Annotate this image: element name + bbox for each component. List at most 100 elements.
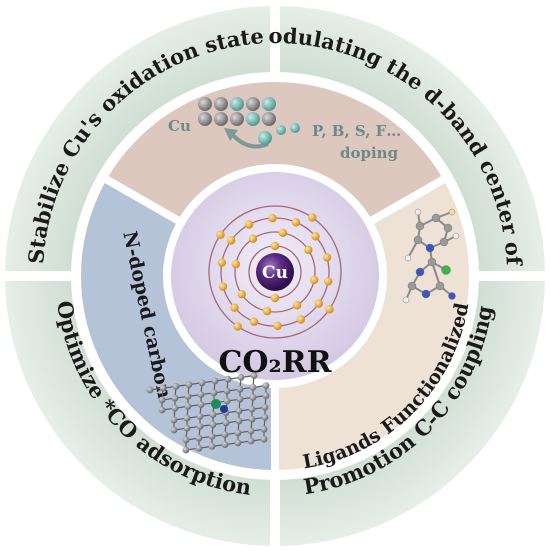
ligand-atom	[404, 254, 412, 262]
electron	[325, 305, 334, 314]
carbon-atom	[249, 394, 257, 401]
electron	[227, 236, 236, 245]
carbon-atom	[210, 389, 218, 397]
dopants-label: P, B, S, F…	[312, 122, 401, 140]
doping-illustration: Cu P, B, S, F… doping	[168, 97, 401, 162]
ligand-atom	[441, 265, 451, 275]
carbon-atom	[262, 392, 270, 399]
doping-arrowhead	[224, 128, 238, 141]
carbon-atom	[237, 374, 245, 381]
carbon-atom	[221, 441, 229, 448]
dopant-atom	[220, 405, 228, 413]
carbon-atom	[248, 415, 256, 423]
ligand-atom	[431, 213, 441, 223]
electron	[324, 277, 333, 286]
carbon-atom	[197, 391, 205, 398]
electron	[291, 218, 301, 227]
dopant-atom	[211, 399, 221, 409]
electron	[292, 301, 302, 310]
carbon-atom	[260, 425, 268, 433]
carbon-atom	[171, 394, 179, 402]
carbon-atom	[209, 421, 217, 428]
carbon-atom	[262, 382, 270, 389]
electron	[248, 234, 258, 243]
carbon-atom	[235, 417, 243, 425]
carbon-atom	[196, 423, 204, 430]
ligand-atom	[427, 257, 437, 267]
electron	[231, 259, 240, 269]
doping-arrow	[230, 132, 269, 149]
electron	[230, 303, 239, 312]
ligand-atom	[415, 267, 425, 277]
carbon-atom	[196, 413, 204, 420]
ligand-atom	[452, 232, 460, 240]
cu-atom	[256, 253, 294, 291]
electron	[314, 299, 323, 308]
carbon-atom	[223, 387, 231, 395]
carbon-atom	[222, 419, 230, 427]
carbon-atom	[224, 375, 232, 383]
ligand-atom	[443, 223, 453, 233]
ligand-bond	[431, 261, 441, 287]
carbon-atom	[247, 427, 255, 435]
electron	[270, 293, 280, 303]
carbon-atom	[158, 396, 166, 404]
ligand-atom	[448, 208, 456, 216]
carbon-atom	[182, 446, 190, 454]
electron	[308, 213, 317, 222]
carbon-atom	[248, 405, 256, 413]
carbon-atom	[195, 444, 203, 452]
carbon-atom	[170, 416, 178, 424]
carbon-atom	[247, 437, 255, 445]
cu-lattice	[198, 97, 276, 126]
ligand-atom	[407, 281, 417, 291]
carbon-atom	[183, 414, 191, 422]
carbon-atom	[183, 424, 191, 432]
carbon-atom	[234, 439, 242, 447]
graphene-sheet	[146, 372, 270, 454]
electron	[218, 282, 228, 291]
carbon-atom	[236, 385, 244, 393]
carbon-atom	[170, 426, 178, 434]
carbon-atom	[211, 377, 219, 385]
carbon-atom	[235, 407, 243, 415]
carbon-atom	[234, 429, 242, 437]
carbon-atom	[159, 384, 167, 392]
carbon-atom	[249, 384, 257, 391]
carbon-atom	[209, 411, 217, 418]
ligand-atom	[425, 243, 435, 253]
carbon-atom	[260, 435, 268, 443]
ligand-atom	[413, 235, 423, 245]
electron	[268, 213, 277, 223]
carbon-atom	[236, 395, 244, 403]
ligand-atom	[421, 289, 431, 299]
electron	[273, 321, 282, 331]
electron	[217, 258, 226, 267]
electron	[304, 245, 313, 255]
carbon-atom	[158, 406, 166, 414]
electrons	[216, 213, 334, 331]
carbon-atom	[197, 401, 205, 408]
carbon-atom	[261, 404, 269, 411]
ligand-atom	[402, 296, 410, 304]
carbon-atom	[208, 443, 216, 450]
cu-lattice-label: Cu	[168, 117, 191, 135]
center-core: Cu CO₂RR	[163, 164, 387, 388]
carbon-atom	[185, 381, 193, 388]
carbon-atom	[250, 372, 258, 379]
carbon-atom	[198, 379, 206, 387]
electron	[310, 275, 319, 285]
cu-atom-label: Cu	[262, 263, 288, 283]
ligand-atom	[435, 281, 445, 291]
carbon-atom	[223, 397, 231, 405]
doping-label: doping	[340, 144, 399, 162]
electron	[245, 220, 254, 229]
electron	[278, 228, 288, 237]
electron	[270, 241, 280, 251]
ligand-atom	[439, 237, 449, 247]
carbon-atom	[146, 386, 154, 394]
electron	[249, 317, 259, 326]
center-title: CO₂RR	[218, 345, 332, 380]
